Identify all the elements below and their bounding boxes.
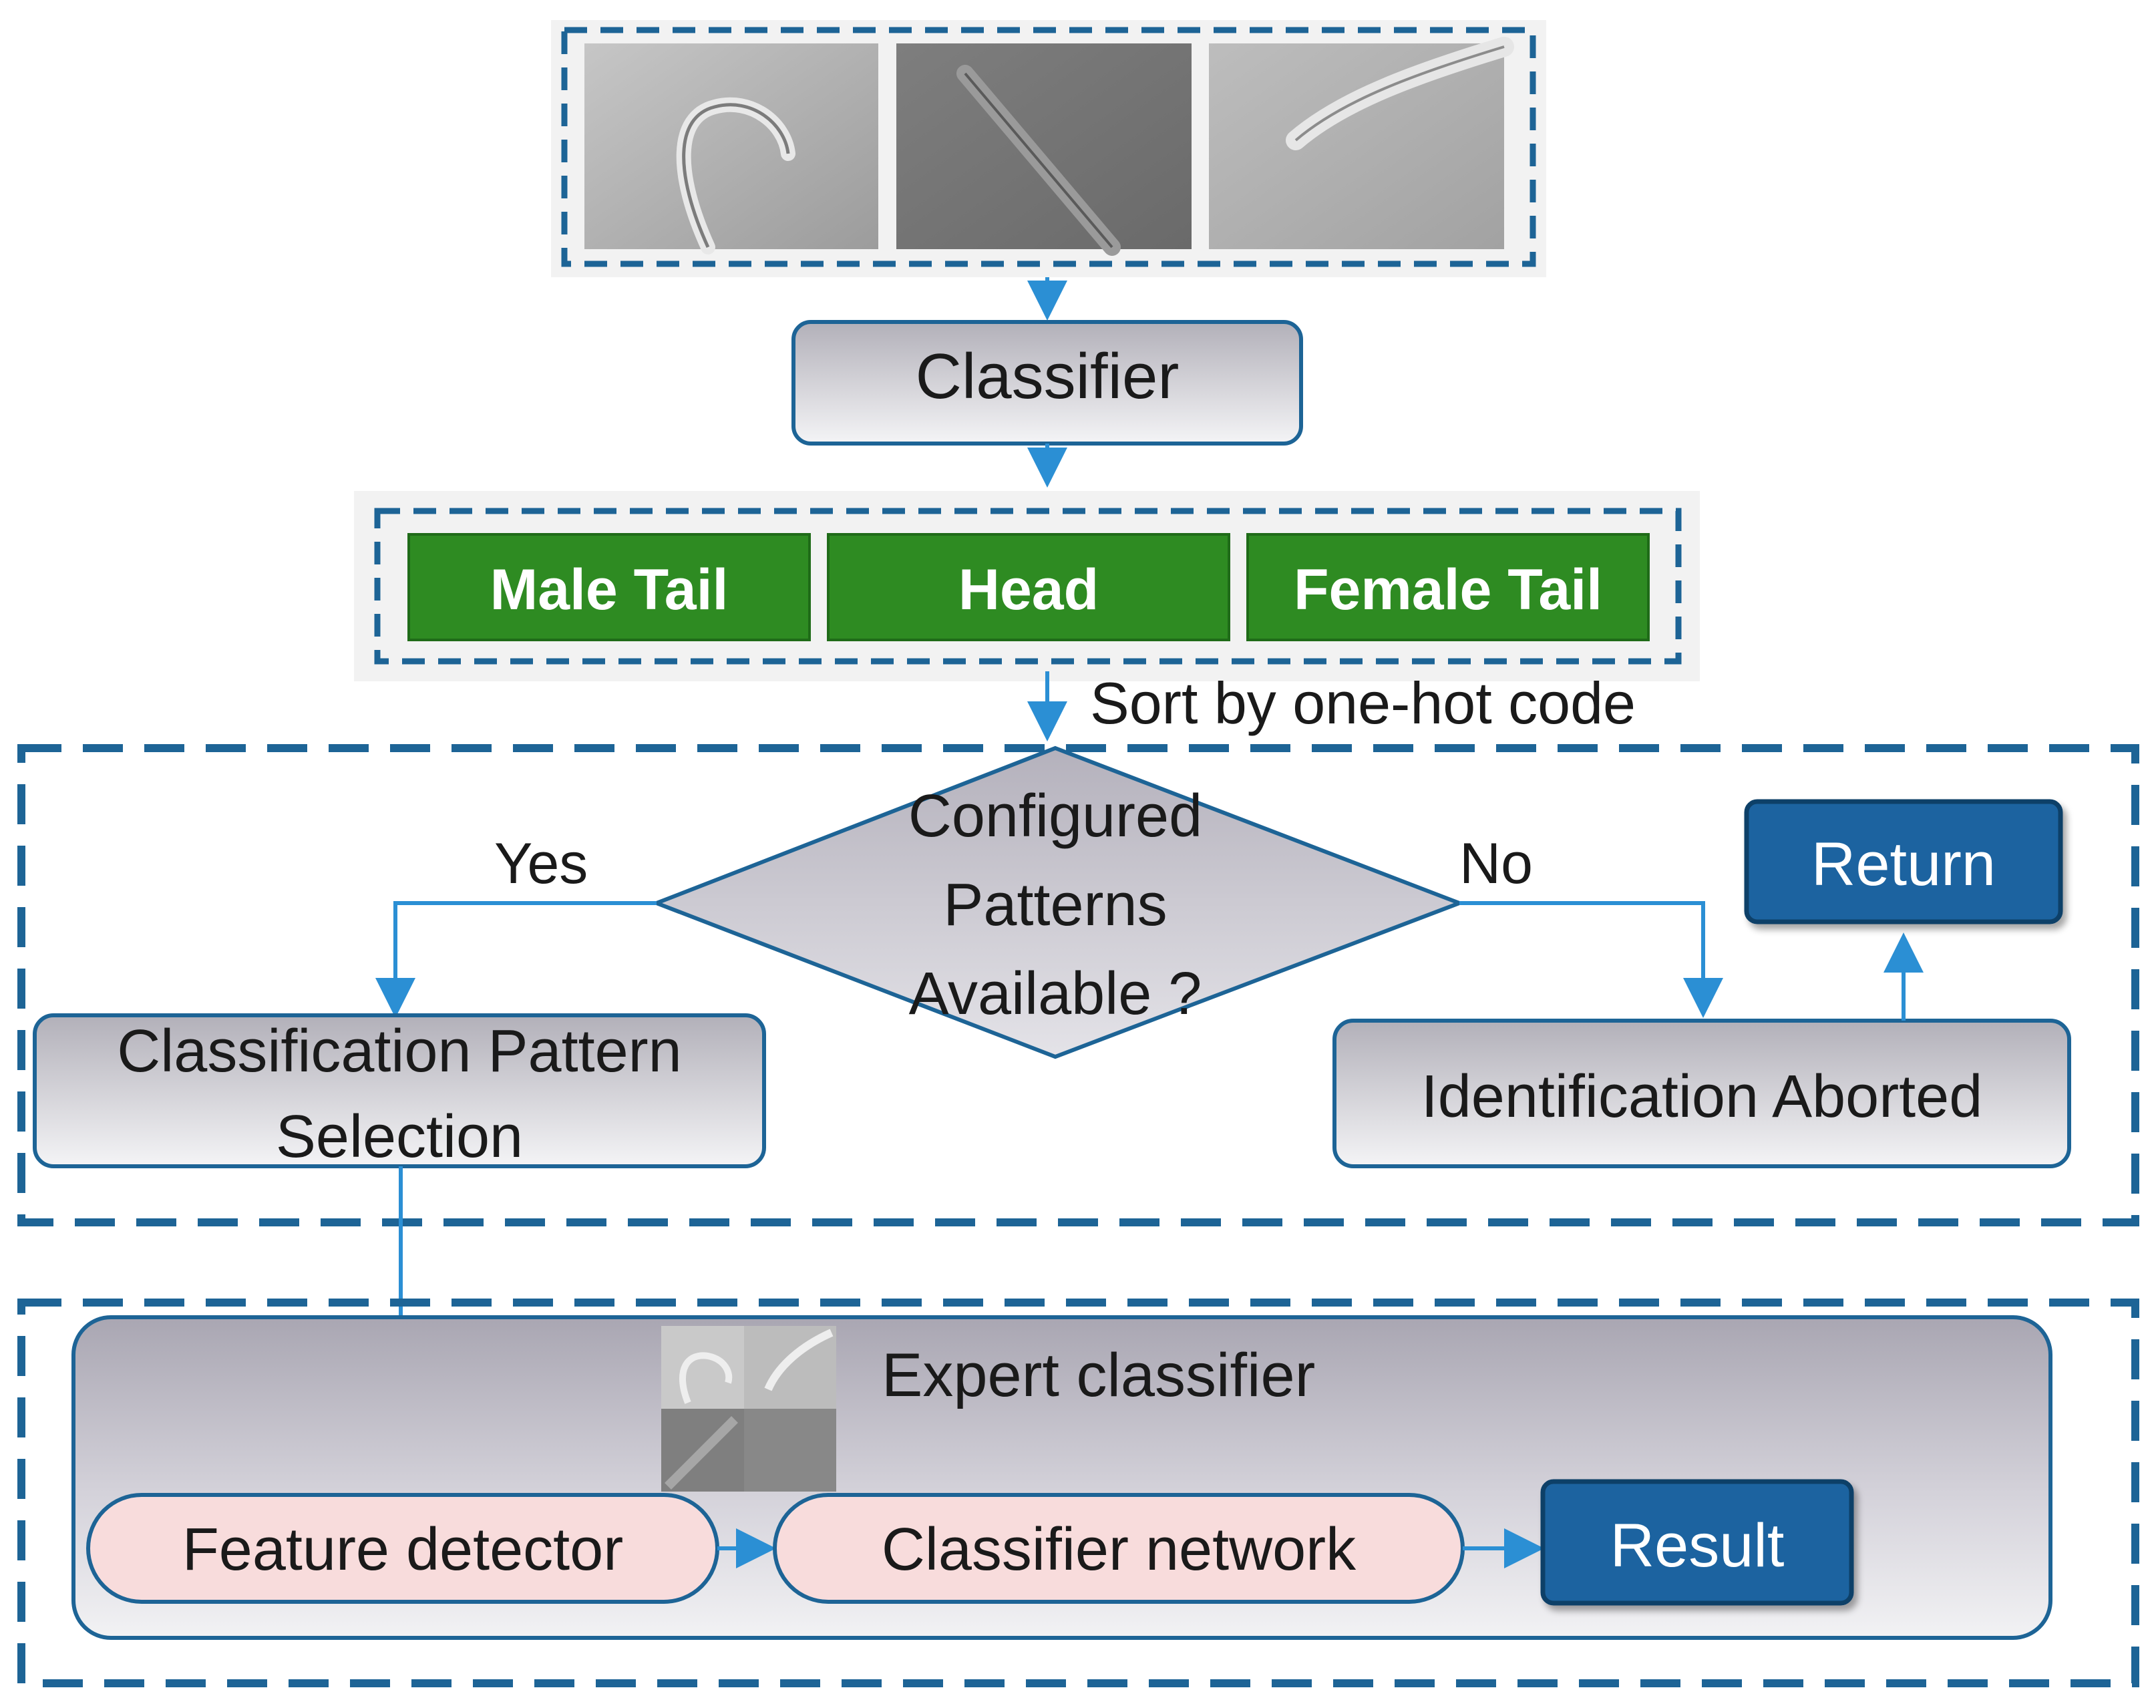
classifier-network-node: Classifier network bbox=[773, 1493, 1465, 1604]
decision-line-2: Patterns bbox=[943, 872, 1167, 938]
category-female-tail: Female Tail bbox=[1246, 533, 1650, 641]
result-button[interactable]: Result bbox=[1540, 1479, 1854, 1606]
categories-dashed-border bbox=[374, 508, 1682, 665]
category-female-tail-label: Female Tail bbox=[1294, 558, 1602, 622]
category-male-tail-label: Male Tail bbox=[490, 558, 729, 622]
pattern-selection-box: Classification Pattern Selection bbox=[33, 1013, 766, 1170]
aborted-box: Identification Aborted bbox=[1332, 1019, 2071, 1168]
expert-section-border bbox=[17, 1299, 2139, 1687]
arrow-yes-to-pattern-selection bbox=[375, 901, 657, 1018]
result-button-label: Result bbox=[1610, 1512, 1785, 1580]
classifier-label: Classifier bbox=[916, 341, 1180, 412]
feature-detector-node: Feature detector bbox=[86, 1493, 719, 1604]
arrow-no-to-aborted bbox=[1459, 901, 1723, 1018]
nematode-image-tail bbox=[1209, 37, 1514, 249]
pattern-selection-line-1: Classification Pattern bbox=[117, 1018, 681, 1085]
categories-panel: Male Tail Head Female Tail bbox=[354, 491, 1700, 681]
category-head: Head bbox=[827, 533, 1230, 641]
expert-classifier-title: Expert classifier bbox=[882, 1341, 1315, 1409]
decision-line-3: Available ? bbox=[909, 961, 1202, 1027]
return-button-label: Return bbox=[1811, 830, 1996, 898]
nematode-image-straight bbox=[896, 43, 1192, 256]
classifier-network-label: Classifier network bbox=[882, 1516, 1357, 1583]
category-head-label: Head bbox=[958, 558, 1099, 622]
no-label: No bbox=[1459, 832, 1533, 896]
category-male-tail: Male Tail bbox=[407, 533, 811, 641]
feature-detector-label: Feature detector bbox=[182, 1516, 623, 1583]
input-images-dashed-border bbox=[561, 27, 1536, 267]
input-images-panel bbox=[551, 20, 1546, 277]
return-button[interactable]: Return bbox=[1744, 799, 2063, 924]
decision-section-border bbox=[17, 744, 2139, 1226]
decision-line-1: Configured bbox=[908, 783, 1202, 850]
classifier-box: Classifier bbox=[791, 320, 1303, 446]
aborted-label: Identification Aborted bbox=[1421, 1063, 1983, 1130]
sort-label: Sort by one-hot code bbox=[1090, 670, 1636, 736]
yes-label: Yes bbox=[494, 832, 588, 896]
decision-diamond: Configured Patterns Available ? bbox=[651, 745, 1465, 1059]
nematode-image-curled bbox=[584, 43, 878, 254]
expert-thumbnail-mosaic bbox=[661, 1326, 836, 1492]
pattern-selection-line-2: Selection bbox=[276, 1103, 523, 1170]
